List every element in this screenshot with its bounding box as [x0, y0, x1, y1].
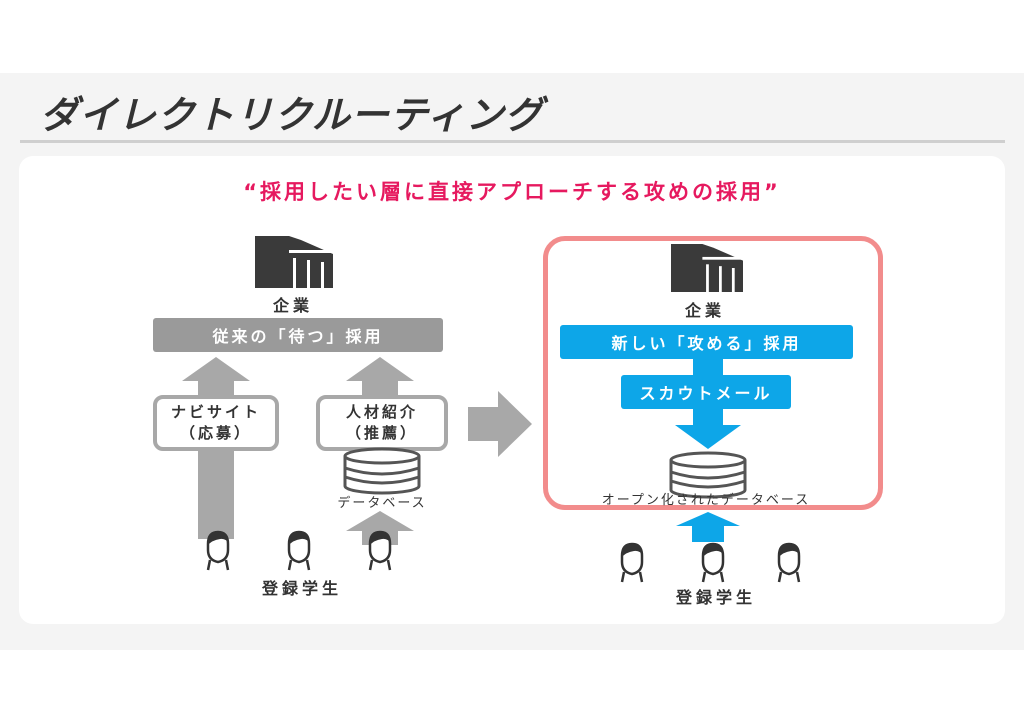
navi-site-box: ナビサイト （応募） [153, 395, 279, 451]
person-icon [206, 530, 230, 571]
right-students-label: 登録学生 [675, 588, 756, 607]
traditional-recruiting-bar: 従来の「待つ」採用 [153, 318, 443, 352]
left-students-label: 登録学生 [261, 579, 342, 598]
building-icon [671, 244, 743, 292]
building-icon [255, 236, 333, 288]
page-title: ダイレクトリクルーティング [40, 93, 544, 137]
new-recruiting-bar: 新しい「攻める」採用 [560, 325, 853, 359]
right-company-label: 企業 [684, 301, 725, 320]
person-icon [368, 530, 392, 571]
agent-sub: （推薦） [345, 424, 418, 442]
navi-site-label: ナビサイト [170, 403, 261, 421]
agent-box: 人材紹介 （推薦） [316, 395, 448, 451]
scout-mail-bar: スカウトメール [621, 375, 791, 409]
left-database-label: データベース [337, 496, 427, 511]
arrow-up-icon [346, 511, 414, 545]
content-card [19, 156, 1005, 624]
person-icon [287, 530, 311, 571]
agent-label: 人材紹介 [345, 403, 418, 421]
headline: “採用したい層に直接アプローチする攻めの採用” [243, 180, 781, 204]
person-icon [777, 542, 801, 583]
left-company-label: 企業 [272, 296, 313, 315]
database-icon [343, 447, 421, 495]
person-icon [701, 542, 725, 583]
highlight-frame [543, 236, 883, 510]
arrow-up-icon [676, 512, 740, 542]
open-database-label: オープン化されたデータベース [601, 493, 811, 508]
title-divider [20, 140, 1005, 143]
arrow-down-icon [675, 409, 741, 449]
blue-connector [693, 359, 723, 375]
arrow-up-icon [346, 357, 414, 397]
arrow-right-icon [468, 391, 532, 457]
navi-site-sub: （応募） [179, 424, 252, 442]
person-icon [620, 542, 644, 583]
database-icon [669, 451, 747, 499]
